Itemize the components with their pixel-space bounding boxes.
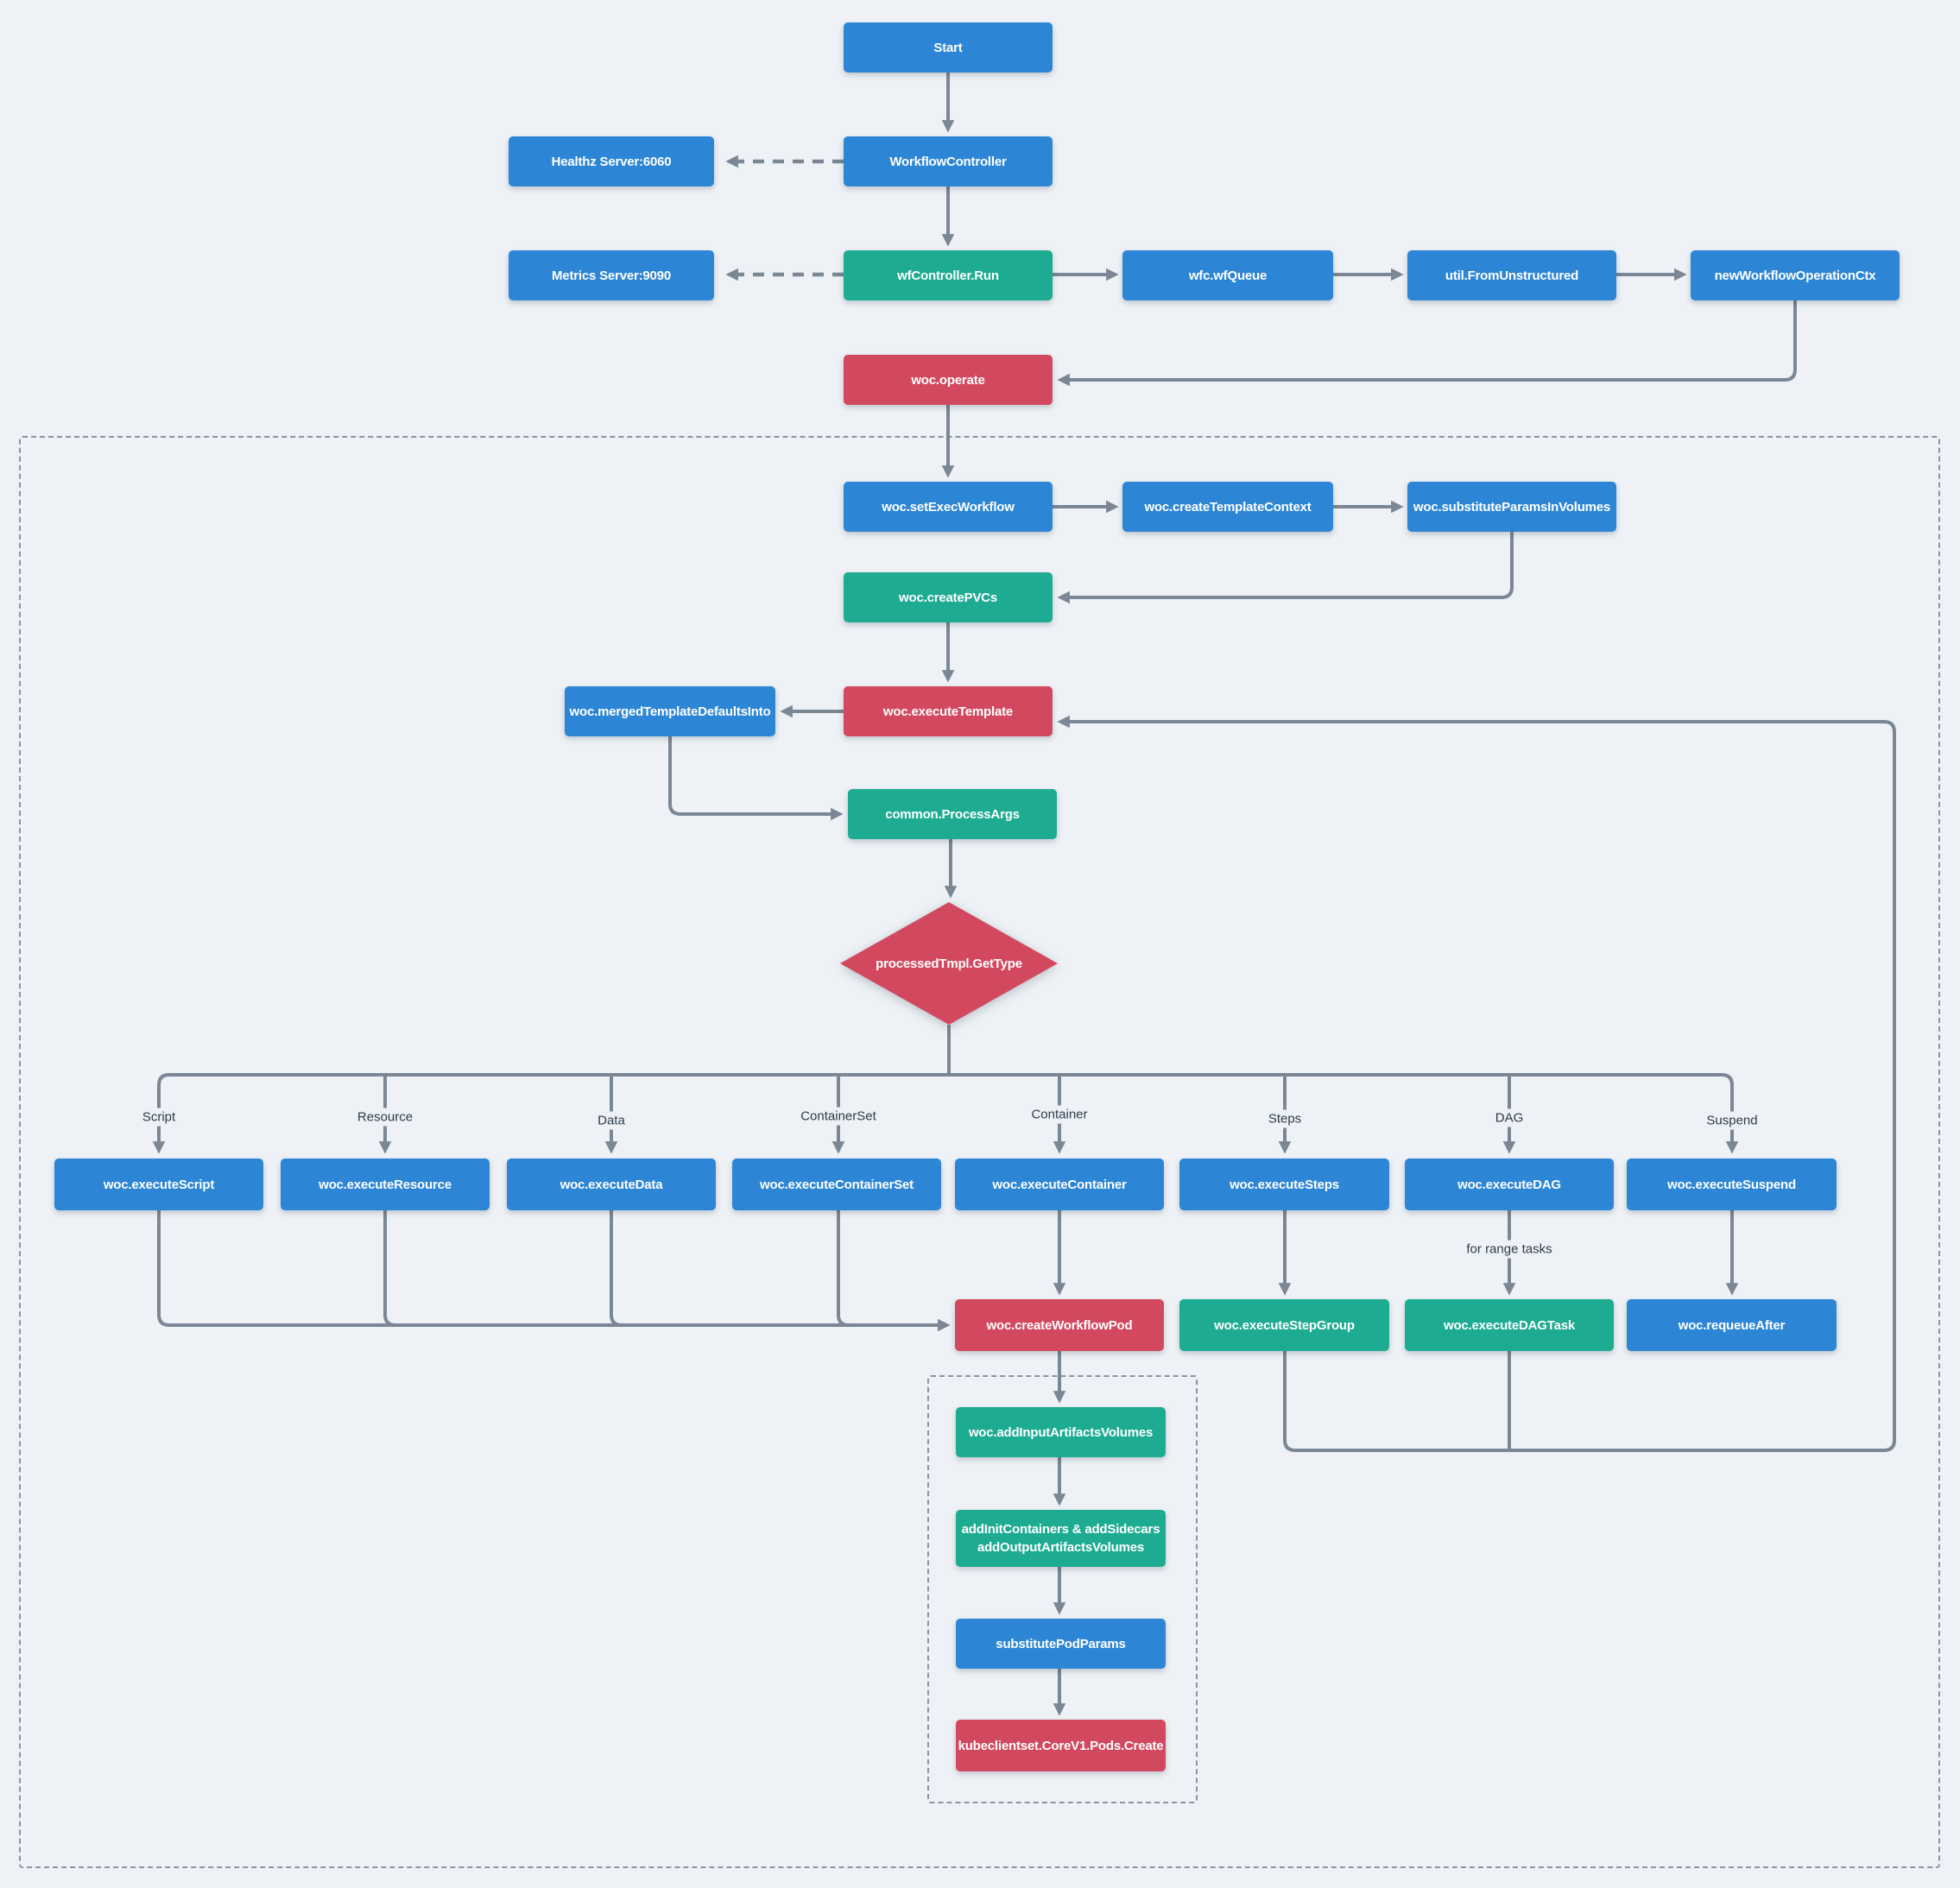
node-woc-operate: woc.operate — [844, 355, 1053, 405]
node-woc-execute-resource: woc.executeResource — [281, 1159, 490, 1210]
edge-label-for-range-tasks: for range tasks — [1459, 1240, 1559, 1259]
operate-scope-dashed-container — [19, 436, 1940, 1868]
edge-newwfopctx-operate — [1057, 300, 1797, 387]
diamond-shape: processedTmpl.GetType — [840, 902, 1058, 1025]
branch-label-containerset: ContainerSet — [793, 1107, 883, 1126]
edge-executescript-join — [157, 1210, 951, 1332]
node-woc-create-template-context: woc.createTemplateContext — [1122, 482, 1333, 532]
edge-executedata-join — [610, 1210, 623, 1327]
node-substitute-pod-params: substitutePodParams — [956, 1619, 1166, 1669]
node-woc-execute-template: woc.executeTemplate — [844, 686, 1053, 736]
node-woc-execute-suspend: woc.executeSuspend — [1627, 1159, 1837, 1210]
pod-creation-dashed-container — [927, 1375, 1198, 1803]
node-woc-requeue-after: woc.requeueAfter — [1627, 1299, 1837, 1351]
edge-mergedtemplatedefaults-processargs — [668, 736, 844, 821]
node-new-workflow-operation-ctx: newWorkflowOperationCtx — [1691, 250, 1900, 300]
node-wfc-wf-queue: wfc.wfQueue — [1122, 250, 1333, 300]
node-woc-execute-dag-task: woc.executeDAGTask — [1405, 1299, 1614, 1351]
branch-label-container: Container — [1024, 1105, 1095, 1124]
branch-label-data: Data — [591, 1111, 632, 1130]
node-healthz-server: Healthz Server:6060 — [509, 136, 714, 186]
node-woc-set-exec-workflow: woc.setExecWorkflow — [844, 482, 1053, 532]
node-woc-merged-template-defaults-into: woc.mergedTemplateDefaultsInto — [565, 686, 775, 736]
edge-executeresource-join — [383, 1210, 396, 1327]
node-woc-execute-step-group: woc.executeStepGroup — [1179, 1299, 1389, 1351]
node-wf-controller-run: wfController.Run — [844, 250, 1053, 300]
edge-stepgroup-loop-executetemplate — [1057, 715, 1896, 1452]
node-workflow-controller: WorkflowController — [844, 136, 1053, 186]
node-woc-execute-dag: woc.executeDAG — [1405, 1159, 1614, 1210]
edge-branch-spread — [157, 1073, 1734, 1086]
node-start: Start — [844, 22, 1053, 73]
node-metrics-server: Metrics Server:9090 — [509, 250, 714, 300]
node-woc-execute-container: woc.executeContainer — [955, 1159, 1164, 1210]
node-woc-execute-steps: woc.executeSteps — [1179, 1159, 1389, 1210]
node-woc-execute-container-set: woc.executeContainerSet — [732, 1159, 941, 1210]
node-woc-create-workflow-pod: woc.createWorkflowPod — [955, 1299, 1164, 1351]
node-util-from-unstructured: util.FromUnstructured — [1407, 250, 1616, 300]
node-woc-add-input-artifacts-volumes: woc.addInputArtifactsVolumes — [956, 1407, 1166, 1457]
edge-executecontainerset-join — [837, 1210, 850, 1327]
branch-label-resource: Resource — [350, 1108, 420, 1127]
node-woc-create-pvcs: woc.createPVCs — [844, 572, 1053, 622]
branch-label-suspend: Suspend — [1699, 1111, 1765, 1130]
branch-label-steps: Steps — [1261, 1109, 1309, 1128]
branch-label-dag: DAG — [1488, 1108, 1531, 1127]
edge-substituteparams-createpvcs — [1057, 532, 1514, 604]
node-woc-execute-data: woc.executeData — [507, 1159, 716, 1210]
branch-label-script: Script — [135, 1108, 183, 1127]
node-woc-substitute-params-in-volumes: woc.substituteParamsInVolumes — [1407, 482, 1616, 532]
node-add-init-containers-sidecars: addInitContainers & addSidecars addOutpu… — [956, 1510, 1166, 1567]
node-woc-execute-script: woc.executeScript — [54, 1159, 263, 1210]
decision-processed-tmpl-get-type: processedTmpl.GetType — [840, 902, 1058, 1025]
node-common-process-args: common.ProcessArgs — [848, 789, 1057, 839]
node-kubeclientset-pods-create: kubeclientset.CoreV1.Pods.Create — [956, 1720, 1166, 1771]
